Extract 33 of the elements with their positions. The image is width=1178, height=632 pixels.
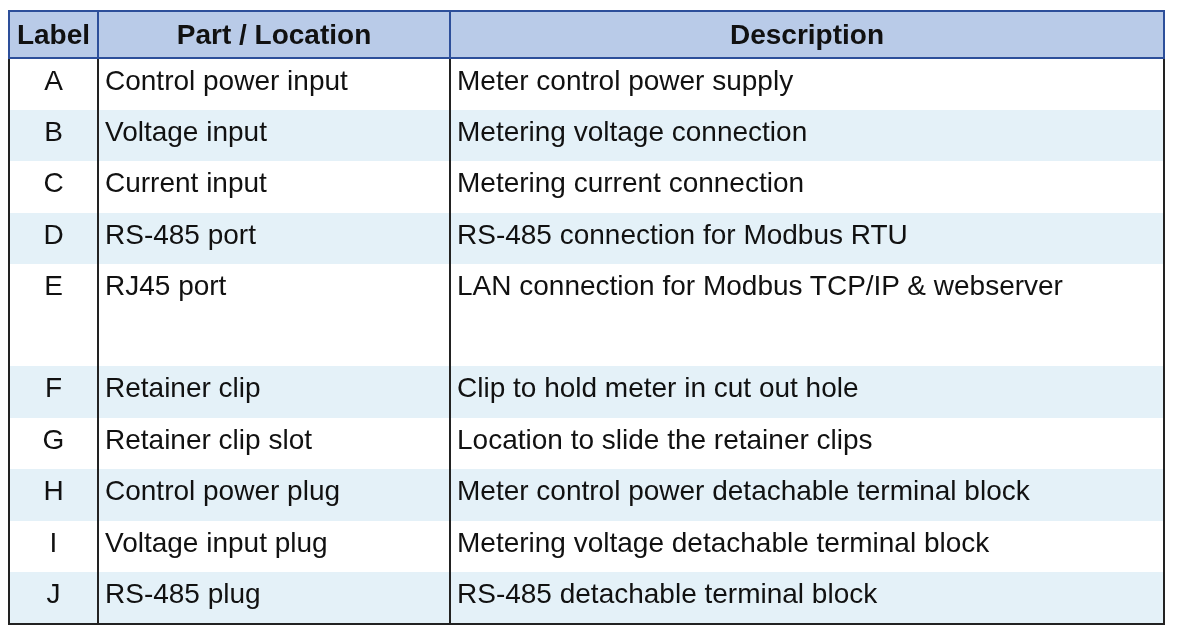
row-label: J [9,572,98,624]
row-label: I [9,520,98,572]
part-name: Voltage input [98,109,450,161]
description-text: Location to slide the retainer clips [450,417,1164,469]
row-label: F [9,366,98,418]
part-name: RJ45 port [98,264,450,366]
part-name: RS-485 port [98,212,450,264]
description-text: Clip to hold meter in cut out hole [450,366,1164,418]
description-text: LAN connection for Modbus TCP/IP & webserver [450,264,1164,366]
row-label: C [9,161,98,213]
description-text: Metering voltage connection [450,109,1164,161]
row-label: D [9,212,98,264]
part-name: Retainer clip [98,366,450,418]
part-name: Control power plug [98,469,450,521]
description-text: Metering voltage detachable terminal block [450,520,1164,572]
row-label: E [9,264,98,366]
description-text: Meter control power detachable terminal block [450,469,1164,521]
column-heading: Part / Location [98,11,450,58]
description-text: RS-485 detachable terminal block [450,572,1164,624]
part-name: Retainer clip slot [98,417,450,469]
description-text: Meter control power supply [450,58,1164,110]
part-name: RS-485 plug [98,572,450,624]
part-name: Voltage input plug [98,520,450,572]
part-name: Current input [98,161,450,213]
row-label: A [9,58,98,110]
column-heading: Label [9,11,98,58]
part-name: Control power input [98,58,450,110]
description-text: Metering current connection [450,161,1164,213]
description-text: RS-485 connection for Modbus RTU [450,212,1164,264]
row-label: H [9,469,98,521]
column-heading: Description [450,11,1164,58]
row-label: B [9,109,98,161]
row-label: G [9,417,98,469]
